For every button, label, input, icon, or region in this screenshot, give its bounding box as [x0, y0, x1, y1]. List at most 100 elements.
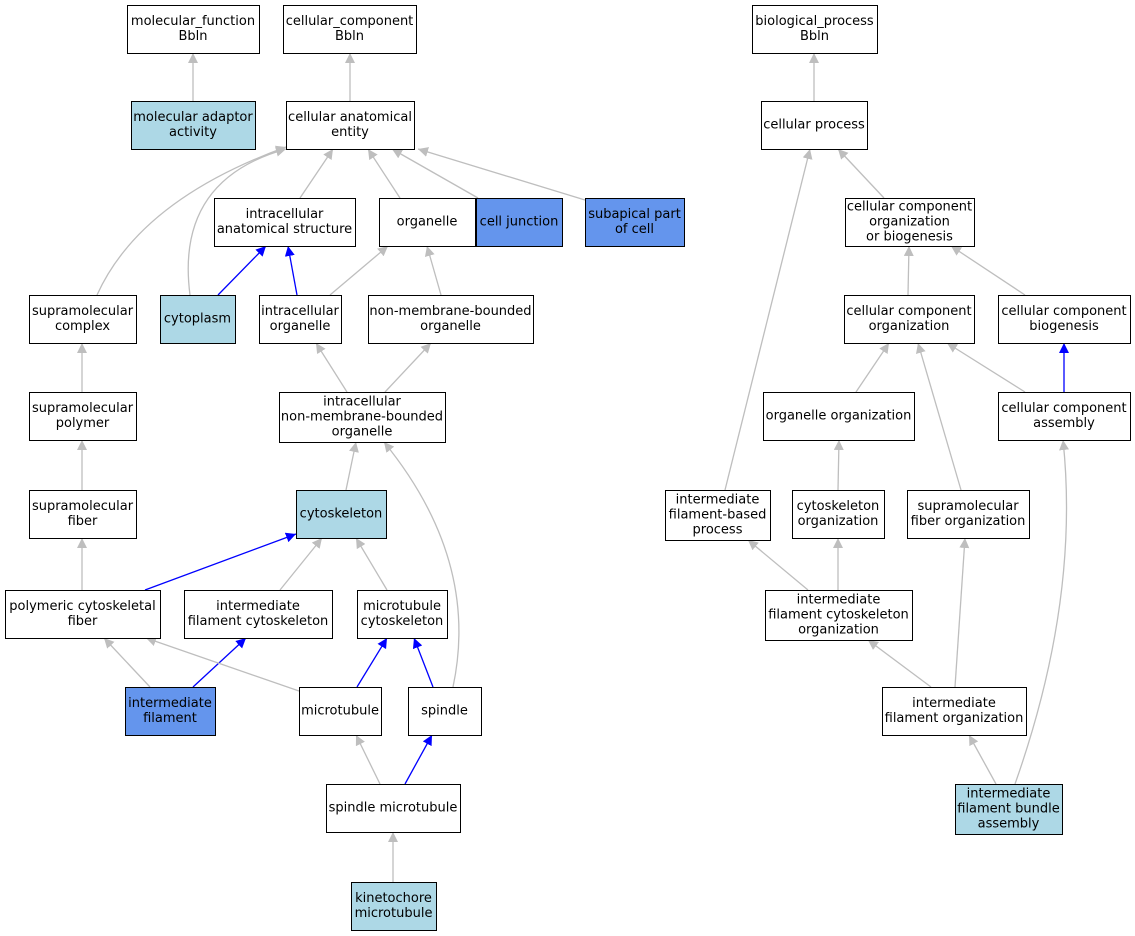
node-label-line: spindle microtubule — [329, 801, 458, 816]
node-box — [763, 392, 915, 441]
node-label-line: biogenesis — [1029, 319, 1099, 334]
node-label-line: cellular component — [1001, 304, 1126, 319]
node-label-line: cellular_component — [286, 14, 414, 29]
node-label-line: biological_process — [755, 14, 874, 29]
edge-smt-to-mt — [355, 734, 381, 785]
node-label-line: Bbln — [178, 29, 207, 44]
node-label-line: filament-based — [669, 508, 767, 523]
node-label-line: non-membrane-bounded — [369, 304, 531, 319]
edge-smt-to-sp — [404, 734, 433, 785]
node-label-line: supramolecular — [32, 401, 134, 416]
edge-ifo-to-ifcso — [867, 639, 932, 688]
edge-mt-to-pcf — [145, 636, 300, 692]
node-box — [665, 490, 771, 541]
node-sp[interactable]: spindle — [408, 687, 482, 736]
edge-io-to-ias — [284, 245, 298, 296]
edge-cca-to-cco — [946, 342, 1026, 393]
node-box — [357, 590, 448, 639]
node-label-line: Bbln — [800, 29, 829, 44]
edge-oo-to-cco — [855, 342, 890, 393]
edge-cyto-to-cae — [187, 146, 287, 296]
node-box — [907, 490, 1030, 539]
node-label-line: fiber organization — [911, 514, 1026, 529]
node-label-line: anatomical structure — [217, 222, 352, 237]
node-box — [286, 101, 415, 150]
node-box — [379, 198, 476, 247]
node-cp[interactable]: cellular process — [761, 101, 868, 150]
node-label-line: assembly — [978, 817, 1040, 832]
node-label-line: organization — [798, 514, 879, 529]
node-label-line: cytoskeleton — [300, 507, 383, 522]
node-org[interactable]: organelle — [379, 198, 476, 247]
node-box — [882, 687, 1027, 736]
node-box — [998, 392, 1131, 441]
edge-smc-to-cae — [96, 145, 287, 296]
node-label-line: cytoskeleton — [797, 499, 880, 514]
node-box — [998, 295, 1131, 344]
node-label-line: spindle — [421, 704, 468, 719]
node-label-line: assembly — [1033, 416, 1095, 431]
node-label-line: organelle — [270, 319, 331, 334]
edge-ifc-to-csk — [279, 537, 323, 591]
node-cyto[interactable]: cytoplasm — [160, 295, 236, 344]
node-mt[interactable]: microtubule — [299, 687, 382, 736]
node-label-line: cell junction — [480, 215, 559, 230]
node-label-line: kinetochore — [355, 891, 432, 906]
edge-sap-to-cae — [417, 147, 586, 201]
node-csk[interactable]: cytoskeleton — [296, 490, 387, 539]
node-label-line: cellular component — [847, 200, 972, 215]
node-inmbo[interactable]: intracellularnon-membrane-boundedorganel… — [279, 392, 446, 443]
node-oo[interactable]: organelle organization — [763, 392, 915, 441]
node-label-line: filament cytoskeleton — [768, 608, 909, 623]
edges-layer — [77, 53, 1070, 882]
node-label-line: microtubule — [301, 704, 379, 719]
node-box — [792, 490, 885, 539]
node-box — [765, 590, 913, 641]
node-smt[interactable]: spindle microtubule — [326, 784, 461, 833]
node-box — [368, 295, 534, 344]
edge-if-to-pcf — [103, 637, 151, 688]
node-box — [326, 784, 461, 833]
node-label-line: supramolecular — [917, 499, 1019, 514]
edge-sp-to-mtc — [412, 637, 434, 688]
node-cj[interactable]: cell junction — [476, 198, 563, 247]
node-label-line: organization — [869, 215, 950, 230]
node-label-line: intermediate — [797, 593, 881, 608]
node-label-line: organelle — [420, 319, 481, 334]
node-label-line: cellular process — [763, 118, 865, 133]
node-label-line: Bbln — [335, 29, 364, 44]
node-box — [408, 687, 482, 736]
node-label-line: process — [693, 523, 743, 538]
node-label-line: organelle — [397, 215, 458, 230]
edge-cyto-to-ias — [217, 245, 267, 296]
node-label-line: intermediate — [912, 696, 996, 711]
